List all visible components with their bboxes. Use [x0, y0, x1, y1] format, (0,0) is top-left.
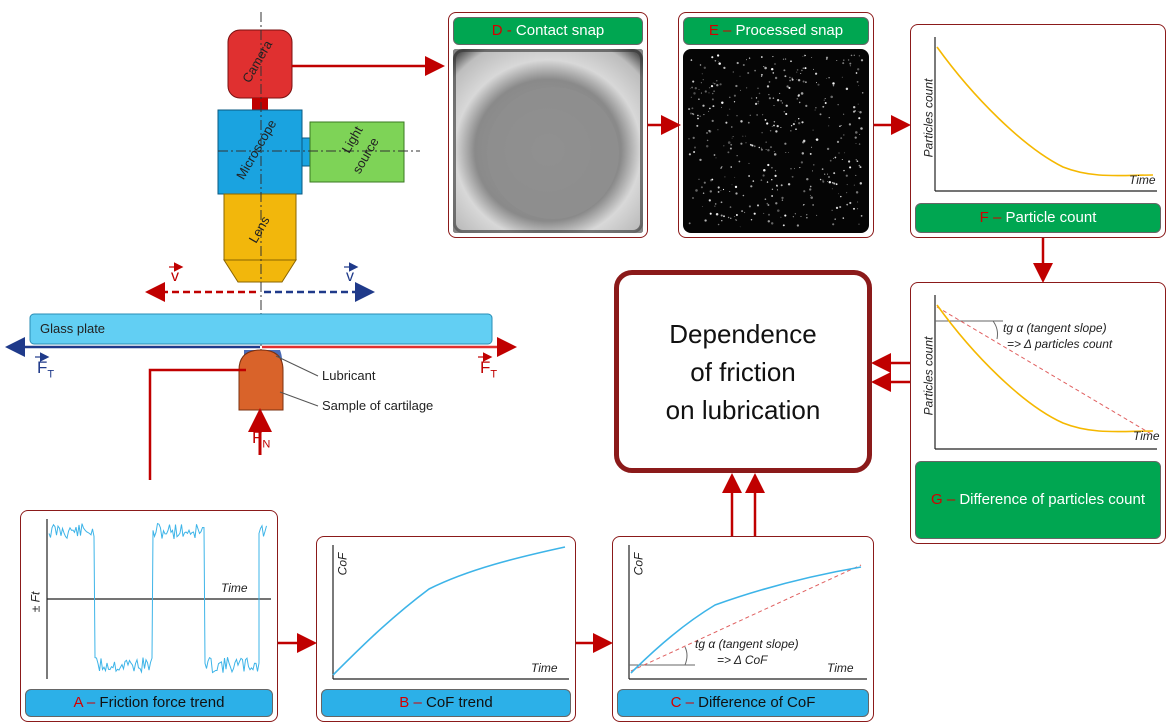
- dependence-line-1: Dependence: [669, 318, 817, 349]
- panel-g-xlabel: Time: [1133, 429, 1160, 443]
- difference-cof-curve: [630, 566, 862, 674]
- panel-b-cof-trend: CoF Time B – CoF trend: [316, 536, 576, 722]
- dependence-box: Dependence of friction on lubrication: [614, 270, 872, 473]
- friction-right-label: FT: [480, 358, 498, 381]
- dependence-line-3: on lubrication: [665, 394, 821, 425]
- panel-g-ylabel: Particles count: [921, 336, 936, 416]
- panel-b-xlabel: Time: [531, 661, 558, 675]
- panel-g-caption: G – Difference of particles count: [915, 461, 1161, 539]
- microscope-body: [217, 109, 303, 195]
- panel-a-ylabel: ± Ft: [28, 591, 43, 613]
- lens-body: [223, 193, 297, 261]
- panel-c-caption: C – Difference of CoF: [617, 689, 869, 717]
- panel-b-ylabel: CoF: [335, 552, 350, 576]
- particle-count-plot: [934, 37, 1157, 192]
- panel-g-difference-particles: Particles count Time tg α (tangent slope…: [910, 282, 1166, 544]
- panel-c-xlabel: Time: [827, 661, 854, 675]
- panel-d-contact-snap: D - Contact snap: [448, 12, 648, 238]
- cof-trend-curve: [332, 546, 566, 676]
- panel-c-ylabel: CoF: [631, 552, 646, 576]
- glass-plate-label: Glass plate: [40, 321, 106, 336]
- apparatus-drawing: [5, 12, 517, 480]
- cof-trend-plot: [332, 545, 569, 680]
- panel-d-caption: D - Contact snap: [453, 17, 643, 45]
- velocity-right-label: v: [346, 268, 354, 285]
- panel-a-xlabel: Time: [221, 581, 248, 595]
- panel-c-note-2: => Δ CoF: [717, 653, 768, 667]
- lubricant-label: Lubricant: [322, 368, 376, 383]
- particle-count-curve: [936, 46, 1154, 177]
- panel-e-processed-snap: E – Processed snap: [678, 12, 874, 238]
- dependence-line-2: of friction: [690, 356, 796, 387]
- panel-f-particle-count: Particles count Time F – Particle count: [910, 24, 1166, 238]
- difference-cof-plot: [628, 545, 867, 680]
- light-source-body: [309, 121, 405, 183]
- processed-snap-image: [683, 49, 869, 233]
- normal-force-label: FN: [252, 428, 271, 451]
- velocity-left-label: v: [171, 268, 179, 285]
- friction-force-curve: [48, 522, 267, 674]
- panel-a-friction-force: ± Ft Time A – Friction force trend: [20, 510, 278, 722]
- panel-c-difference-cof: CoF Time tg α (tangent slope) => Δ CoF C…: [612, 536, 874, 722]
- panel-g-note-1: tg α (tangent slope): [1003, 321, 1107, 335]
- glass-plate: [29, 313, 493, 345]
- contact-snap-image: [453, 49, 643, 233]
- friction-left-label: FT: [37, 358, 55, 381]
- difference-particles-plot: [934, 295, 1157, 450]
- panel-c-note-1: tg α (tangent slope): [695, 637, 799, 651]
- panel-f-ylabel: Particles count: [921, 78, 936, 158]
- panel-e-caption: E – Processed snap: [683, 17, 869, 45]
- panel-f-caption: F – Particle count: [915, 203, 1161, 233]
- friction-force-plot: [46, 519, 271, 679]
- panel-f-xlabel: Time: [1129, 173, 1156, 187]
- sample-label: Sample of cartilage: [322, 398, 434, 413]
- panel-a-caption: A – Friction force trend: [25, 689, 273, 717]
- panel-b-caption: B – CoF trend: [321, 689, 571, 717]
- cartilage-sample: [238, 349, 284, 411]
- difference-particles-curve: [936, 304, 1154, 433]
- panel-g-note-2: => Δ particles count: [1007, 337, 1113, 351]
